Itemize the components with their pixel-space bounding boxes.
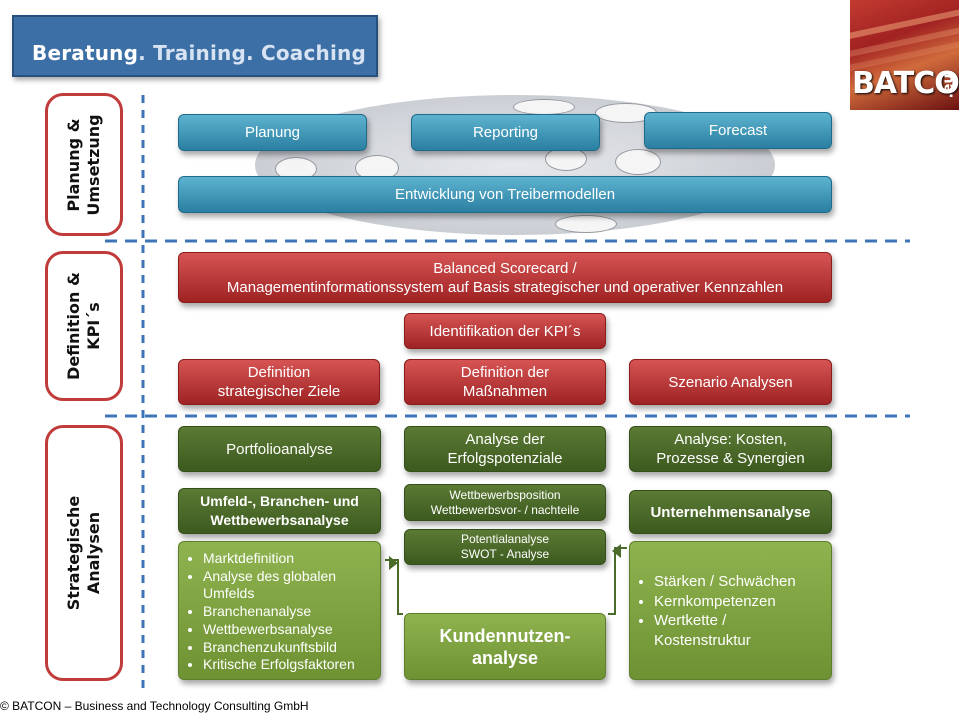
box-wettbewerbsposition: Wettbewerbsposition Wettbewerbsvor- / na… <box>404 484 606 521</box>
box-umfeld-details: Marktdefinition Analyse des globalen Umf… <box>178 541 381 680</box>
list-item: Branchenanalyse <box>203 603 372 621</box>
umfeld-list: Marktdefinition Analyse des globalen Umf… <box>189 550 372 674</box>
box-planung: Planung <box>178 114 367 151</box>
batcon-logo: BATCON .eu <box>850 0 959 110</box>
box-erfolgspotenziale: Analyse der Erfolgspotenziale <box>404 426 606 472</box>
section-definition-label: Definition & KPI´s <box>45 251 123 401</box>
box-strategische-ziele: Definition strategischer Ziele <box>178 359 380 405</box>
box-szenario-analysen: Szenario Analysen <box>629 359 832 405</box>
list-item: Stärken / Schwächen <box>654 572 823 592</box>
box-balanced-scorecard: Balanced Scorecard / Managementinformati… <box>178 252 832 303</box>
section-definition-text: Definition & KPI´s <box>64 272 103 380</box>
box-unternehmen-details: Stärken / Schwächen Kernkompetenzen Wert… <box>629 541 832 680</box>
header-banner: Beratung. Training. Coaching <box>12 15 378 77</box>
list-item: Marktdefinition <box>203 550 372 568</box>
box-unternehmensanalyse: Unternehmensanalyse <box>629 490 832 534</box>
box-reporting: Reporting <box>411 114 600 151</box>
section-strategic-text: Strategische Analysen <box>64 495 103 611</box>
unternehmen-list: Stärken / Schwächen Kernkompetenzen Wert… <box>640 572 823 650</box>
copyright-footer: © BATCON – Business and Technology Consu… <box>0 699 309 713</box>
list-item: Branchenzukunftsbild <box>203 639 372 657</box>
box-portfolioanalyse: Portfolioanalyse <box>178 426 381 472</box>
box-kpi-identifikation: Identifikation der KPI´s <box>404 313 606 349</box>
box-umfeldanalyse: Umfeld-, Branchen- und Wettbewerbsanalys… <box>178 488 381 534</box>
box-forecast: Forecast <box>644 112 832 149</box>
box-treibermodelle: Entwicklung von Treibermodellen <box>178 176 832 213</box>
box-kundennutzenanalyse: Kundennutzen- analyse <box>404 613 606 680</box>
box-potentialanalyse: Potentialanalyse SWOT - Analyse <box>404 529 606 565</box>
list-item: Analyse des globalen Umfelds <box>203 568 372 603</box>
section-strategic-label: Strategische Analysen <box>45 425 123 681</box>
list-item: Wertkette / Kostenstruktur <box>654 611 823 650</box>
list-item: Kritische Erfolgsfaktoren <box>203 656 372 674</box>
section-planning-label: Planung & Umsetzung <box>45 93 123 236</box>
header-title: Beratung. Training. Coaching <box>32 41 366 65</box>
list-item: Wettbewerbsanalyse <box>203 621 372 639</box>
section-planning-text: Planung & Umsetzung <box>64 113 103 216</box>
box-massnahmen: Definition der Maßnahmen <box>404 359 606 405</box>
list-item: Kernkompetenzen <box>654 592 823 612</box>
box-kosten-prozesse: Analyse: Kosten, Prozesse & Synergien <box>629 426 832 472</box>
